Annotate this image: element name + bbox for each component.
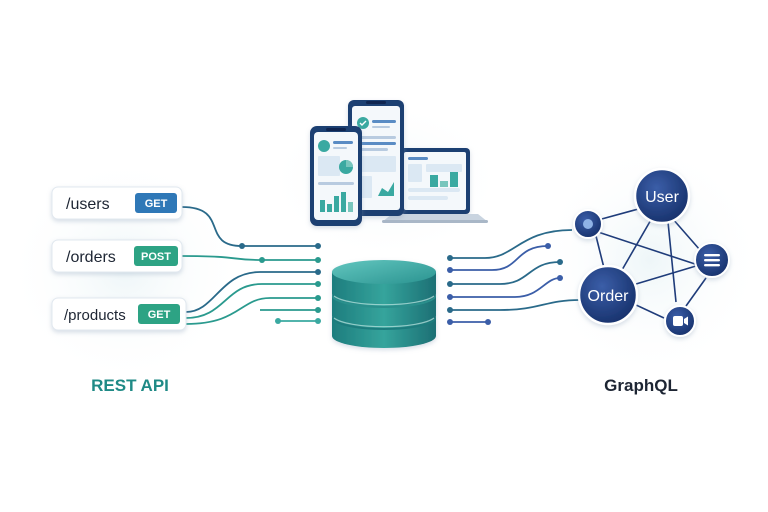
video-node-icon [664, 305, 696, 337]
devices-icon [310, 100, 488, 226]
graphql-node-user[interactable]: User [633, 167, 691, 225]
database-icon [332, 260, 436, 348]
method-badge-label: POST [141, 251, 171, 263]
method-badge [134, 246, 178, 266]
graphql-node-order[interactable]: Order [577, 264, 639, 326]
method-badge-label: GET [145, 198, 168, 210]
endpoint-path: /users [66, 196, 110, 213]
node-label: Order [588, 288, 630, 305]
endpoint-path: /orders [66, 249, 116, 266]
endpoint-path: /products [64, 307, 126, 324]
list-node-icon [694, 242, 730, 278]
rest-connector-dots [239, 243, 321, 324]
rest-connectors [181, 206, 318, 325]
graphql-connectors [450, 229, 581, 323]
rest-endpoint-card-orders[interactable]: /orders POST [51, 239, 183, 273]
graphql-title: GraphQL [604, 376, 678, 395]
method-badge-label: GET [148, 309, 171, 321]
method-badge [135, 193, 177, 213]
rest-endpoint-card-users[interactable]: /users GET [51, 186, 183, 220]
rest-api-title: REST API [91, 376, 169, 395]
graphql-edges [595, 207, 707, 319]
method-badge [138, 304, 180, 324]
rest-endpoint-card-products[interactable]: /products GET [51, 297, 187, 331]
graphql-connector-dots [447, 243, 563, 325]
node-label: User [645, 189, 679, 206]
